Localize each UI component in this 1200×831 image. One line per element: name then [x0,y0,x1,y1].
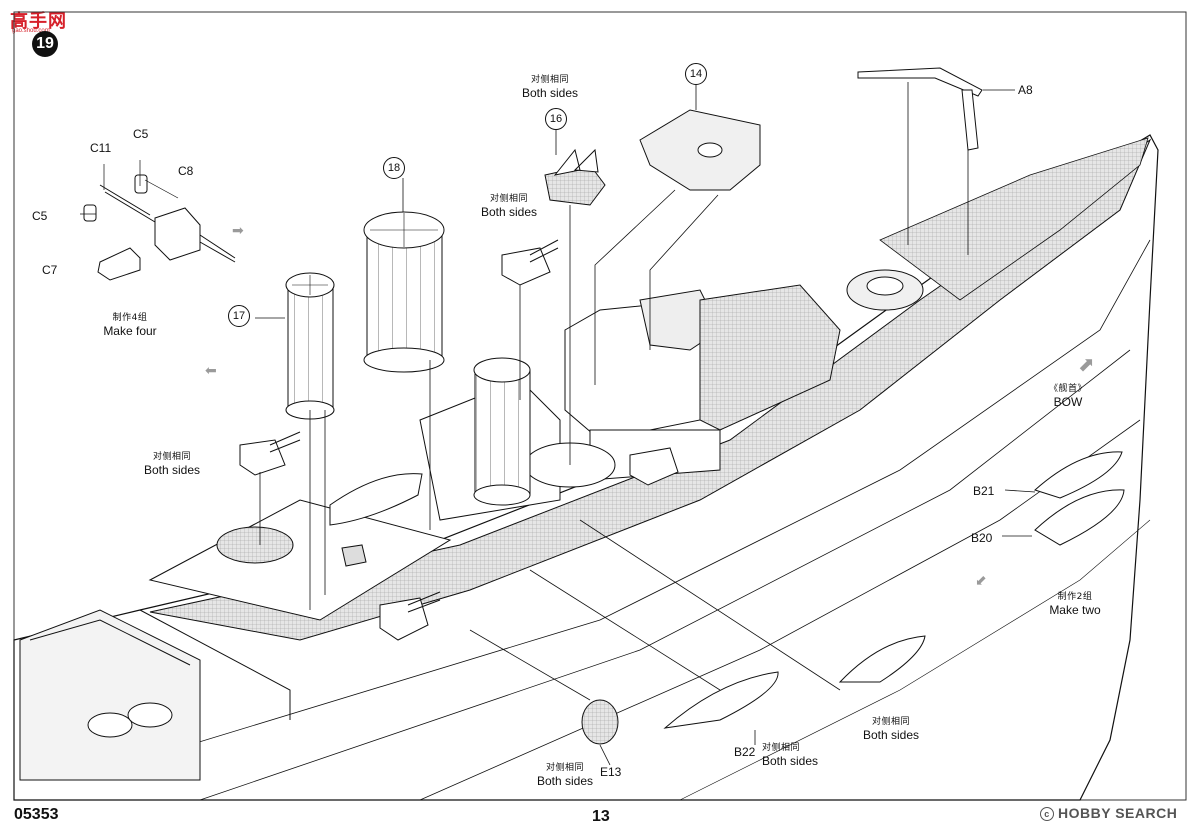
sub-assembly-c [80,160,236,281]
note-en: Both sides [480,205,538,219]
part-label-b21: B21 [973,484,995,498]
part-label-c8: C8 [178,164,194,178]
note-cn: 对侧相同 [545,763,584,773]
logo-url: gao.shou.com [12,28,50,34]
note-both-sides-right: 对侧相同 Both sides [856,716,926,742]
part-label-c11: C11 [90,141,112,155]
callout-17: 17 [228,305,250,327]
note-cn: 《舰首》 [1048,384,1087,394]
site-logo: 高手网 gao.shou.com [6,6,76,34]
part-label-c5-left: C5 [32,209,48,223]
gun-mount-left [239,431,301,476]
note-en: Both sides [762,754,819,768]
rotate-arrow-icon: ⬋ [975,572,987,588]
funnel-installed [473,357,531,506]
part-14-platform [639,109,761,191]
note-cn: 对侧相同 [871,717,910,727]
note-cn: 对侧相同 [530,75,569,85]
part-label-b20: B20 [971,531,993,545]
note-both-sides-16: 对侧相同 Both sides [474,193,544,219]
note-cn: 对侧相同 [152,452,191,462]
product-code: 05353 [14,806,59,823]
copyright-icon: c [1040,807,1054,821]
watermark-text: HOBBY SEARCH [1058,805,1178,821]
main-deck [149,138,1152,641]
note-en: Both sides [143,463,201,477]
note-cn: 对侧相同 [762,743,801,753]
callout-14: 14 [685,63,707,85]
note-cn: 制作4组 [112,313,148,323]
rotate-arrow-icon: ⬅ [205,362,217,378]
callout-16: 16 [545,108,567,130]
note-en: Make two [1049,603,1101,617]
note-cn: 制作2组 [1057,592,1093,602]
leader-lines [255,82,1036,766]
part-label-c7: C7 [42,263,58,277]
note-en: Both sides [536,774,594,788]
part-label-e13: E13 [600,765,622,779]
note-both-sides-b22: 对侧相同 Both sides [762,742,822,768]
callout-18: 18 [383,157,405,179]
note-cn: 对侧相同 [489,194,528,204]
note-bow: 《舰首》 BOW [1038,383,1098,409]
aft-superstructure [19,499,452,781]
note-both-sides-left: 对侧相同 Both sides [137,451,207,477]
gun-mount-mid [379,591,441,641]
rotate-arrow-icon: ➡ [232,222,244,238]
step-number-badge: 19 [32,31,58,57]
gun-mount-forward [629,447,679,486]
part-16-director [544,148,606,206]
lifeboats [329,451,1125,745]
note-both-sides-top: 对侧相同 Both sides [515,74,585,100]
part-a8-mast [857,67,983,151]
note-en: Both sides [521,86,579,100]
bow-direction-arrow-icon: ⬈ [1078,354,1095,376]
note-en: Both sides [862,728,920,742]
part-label-c5-top: C5 [133,127,149,141]
note-make-two: 制作2组 Make two [1040,591,1110,617]
note-en: BOW [1053,395,1083,409]
part-label-b22: B22 [734,745,756,759]
logo-text: 高手网 [10,11,67,32]
funnel-17 [285,272,335,420]
gun-mount-top [501,239,559,286]
note-en: Make four [103,324,157,338]
note-both-sides-e13: 对侧相同 Both sides [530,762,600,788]
watermark: c HOBBY SEARCH [1040,805,1177,821]
page-number: 13 [592,808,610,825]
part-label-a8: A8 [1018,83,1033,97]
funnel-18 [363,211,445,373]
note-make-four: 制作4组 Make four [95,312,165,338]
